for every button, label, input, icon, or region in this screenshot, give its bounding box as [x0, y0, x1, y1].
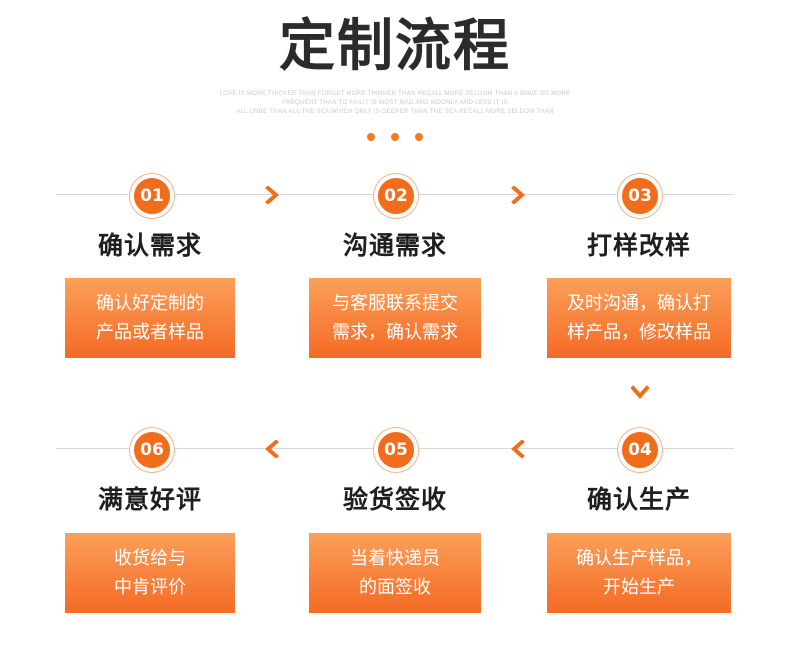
step-description-line: 确认生产样品， [576, 548, 702, 569]
dot-icon [367, 133, 375, 141]
step-description-line: 样产品，修改样品 [567, 322, 711, 343]
step-description-line: 及时沟通，确认打 [567, 293, 711, 314]
step-number-badge: 01 [130, 174, 174, 218]
step-title: 验货签收 [342, 485, 447, 514]
decorative-subtitle: LOVE IS MORE THICKER THAN FORGET MORE TH… [0, 90, 790, 117]
step-description-card: 与客服联系提交 需求，确认需求 [309, 278, 481, 358]
step-description-card: 收货给与 中肯评价 [65, 533, 235, 613]
dot-icon [415, 133, 423, 141]
chevron-right-icon [508, 185, 528, 205]
decorative-dots [0, 133, 790, 143]
step-description-line: 确认好定制的 [96, 293, 204, 314]
step-number-badge: 02 [374, 174, 418, 218]
step-title: 确认生产 [586, 485, 691, 514]
subtitle-line: LOVE IS MORE THICKER THAN FORGET MORE TH… [219, 91, 571, 97]
step-description-card: 确认生产样品， 开始生产 [547, 533, 731, 613]
step-number-badge: 06 [130, 428, 174, 472]
step-description-line: 与客服联系提交 [332, 293, 458, 314]
chevron-down-icon [630, 382, 650, 402]
chevron-left-icon [262, 439, 282, 459]
step-description-card: 及时沟通，确认打 样产品，修改样品 [547, 278, 731, 358]
dot-icon [391, 133, 399, 141]
step-title: 满意好评 [97, 485, 202, 514]
step-description-line: 的面签收 [359, 577, 431, 598]
step-number-badge: 03 [618, 174, 662, 218]
step-description-line: 需求，确认需求 [332, 322, 458, 343]
step-description-line: 当着快递员 [350, 548, 440, 569]
step-title: 确认需求 [97, 231, 202, 260]
step-description-line: 产品或者样品 [96, 322, 204, 343]
step-description-card: 确认好定制的 产品或者样品 [65, 278, 235, 358]
step-title: 打样改样 [586, 231, 691, 260]
chevron-left-icon [508, 439, 528, 459]
step-title: 沟通需求 [342, 231, 447, 260]
subtitle-line: FREQUENT THAN TO FAILIT IS MOST MAD AND … [282, 100, 508, 106]
subtitle-line: ALL UNBE THAN ALL THE SEA WHICH ONLY IS … [236, 109, 554, 115]
page-title: 定制流程 [279, 14, 511, 79]
step-number-badge: 05 [374, 428, 418, 472]
step-description-card: 当着快递员 的面签收 [309, 533, 481, 613]
step-description-line: 开始生产 [603, 577, 675, 598]
step-description-line: 中肯评价 [114, 577, 186, 598]
step-number-badge: 04 [618, 428, 662, 472]
chevron-right-icon [262, 185, 282, 205]
step-description-line: 收货给与 [114, 548, 186, 569]
